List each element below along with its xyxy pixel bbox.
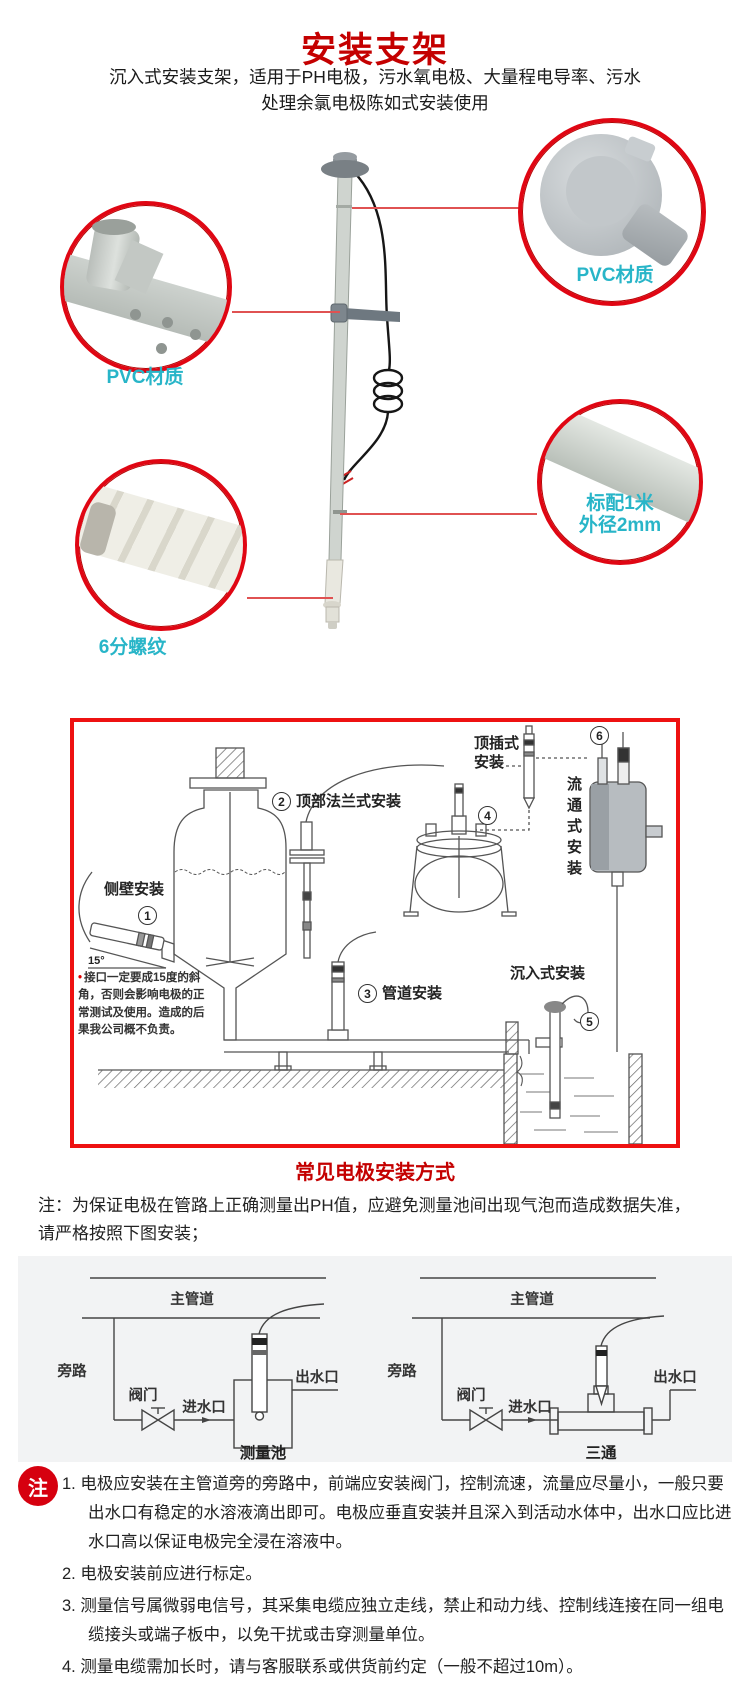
pipeline-text: 管道安装 xyxy=(382,985,443,1002)
callout-pvc-bracket xyxy=(60,201,232,373)
label-pipeline-install: 3 管道安装 xyxy=(358,984,442,1003)
label-flow-through-install: 流通式安装 xyxy=(565,776,582,881)
top-insert-line-1: 顶插式 xyxy=(474,735,520,752)
warning-bullet: • xyxy=(78,972,83,984)
piping-diagram-tee: 主管道 旁路 阀门 进水口 出水口 三通 xyxy=(387,1277,697,1460)
installation-note: 注：为保证电极在管路上正确测量出PH值，应避免测量池间出现气泡而造成数据失准， … xyxy=(38,1192,728,1248)
label-valve-left: 阀门 xyxy=(129,1386,158,1404)
note-badge: 注 xyxy=(20,1468,56,1504)
submersible-electrode-art xyxy=(505,995,589,1119)
stirred-vessel-art xyxy=(403,783,517,917)
piping-diagram-measuring-pool: 主管道 旁路 阀门 进水口 出水口 测量池 xyxy=(57,1277,339,1460)
warning-text: 接口一定要成15度的斜角，否则会影响电极的正常测试及使用。造成的后果我公司概不负… xyxy=(78,972,205,1036)
side-wall-electrode-art xyxy=(78,871,175,969)
label-inlet-left: 进水口 xyxy=(182,1398,226,1416)
badge-4: 4 xyxy=(478,806,497,825)
label-top-flange-install: 2 顶部法兰式安装 xyxy=(272,792,401,811)
badge-2: 2 xyxy=(272,792,291,811)
label-outlet-right: 出水口 xyxy=(653,1368,697,1386)
cable-art xyxy=(342,171,404,481)
label-side-wall-install: 侧壁安装 xyxy=(104,881,165,898)
top-insert-line-2: 安装 xyxy=(474,754,505,771)
mounting-pole-photo xyxy=(321,152,404,629)
top-flange-text: 顶部法兰式安装 xyxy=(296,793,402,810)
caption-tee: 三通 xyxy=(585,1444,617,1460)
cable-tube-photo xyxy=(541,403,699,561)
note-item-2: 2. 电极安装前应进行标定。 xyxy=(62,1565,262,1583)
callout-line-left xyxy=(232,311,340,313)
installation-diagram-art xyxy=(78,725,663,1144)
label-submersible-install: 沉入式安装 xyxy=(510,965,586,982)
note-item-1: 1. 电极应安装在主管道旁的旁路中，前端应安装阀门，控制流速，流量应尽量小，一般… xyxy=(62,1475,732,1551)
badge-3: 3 xyxy=(358,984,377,1003)
label-bypass-left: 旁路 xyxy=(57,1362,87,1380)
note-item-3: 3. 测量信号属微弱电信号，其采集电缆应独立走线，禁止和动力线、控制线连接在同一… xyxy=(62,1597,724,1644)
piping-left-art xyxy=(82,1277,338,1449)
label-outlet-left: 出水口 xyxy=(295,1368,339,1386)
callout-line-bottom xyxy=(247,597,333,599)
thread-photo xyxy=(79,463,243,627)
callout-cable-tube xyxy=(537,399,703,565)
diagram-caption: 常见电极安装方式 xyxy=(295,1162,455,1184)
pvc-cap-photo xyxy=(522,122,702,302)
piping-diagrams-panel: 主管道 旁路 阀门 进水口 出水口 测量池 xyxy=(18,1256,732,1462)
callout-line-top xyxy=(352,207,522,209)
badge-6: 6 xyxy=(590,726,609,745)
callout-pvc-cap xyxy=(518,118,706,306)
callout-label-cable: 标配1米 外径2mm xyxy=(555,493,685,537)
label-main-pipe-left: 主管道 xyxy=(170,1290,214,1308)
product-figure: PVC材质 PVC材质 标配1米 外径2mm xyxy=(0,112,750,668)
installation-diagram: 侧壁安装 1 15° •接口一定要成15度的斜角，否则会影响电极的正常测试及使用… xyxy=(70,718,680,1148)
badge-5: 5 xyxy=(580,1012,599,1031)
electrode-tip-art xyxy=(323,559,344,629)
page-title: 安装支架 xyxy=(300,31,449,70)
badge-1: 1 xyxy=(138,906,157,925)
floor-pool-art xyxy=(98,1053,643,1144)
page-subtitle: 沉入式安装支架，适用于PH电极，污水氧电极、大量程电导率、污水 处理余氯电极陈如… xyxy=(0,64,750,116)
piping-right-art xyxy=(412,1277,696,1435)
callout-line-right xyxy=(340,513,537,515)
callout-thread xyxy=(75,459,247,631)
label-inlet-right: 进水口 xyxy=(508,1398,552,1416)
label-main-pipe-right: 主管道 xyxy=(510,1290,554,1308)
label-valve-right: 阀门 xyxy=(457,1386,486,1404)
note-line-2: 请严格按照下图安装； xyxy=(38,1224,208,1243)
tank-art xyxy=(173,747,287,1041)
note-line-1: 注：为保证电极在管路上正确测量出PH值，应避免测量池间出现气泡而造成数据失准， xyxy=(38,1196,691,1215)
pvc-bracket-photo xyxy=(64,205,228,369)
subtitle-line-2: 处理余氯电极陈如式安装使用 xyxy=(261,93,489,113)
callout-label-pvc-bracket: PVC材质 xyxy=(106,367,184,388)
cable-label-line-1: 标配1米 xyxy=(586,493,654,514)
subtitle-line-1: 沉入式安装支架，适用于PH电极，污水氧电极、大量程电导率、污水 xyxy=(109,67,641,87)
diagram-warning-note: •接口一定要成15度的斜角，否则会影响电极的正常测试及使用。造成的后果我公司概不… xyxy=(78,970,206,1039)
install-notes-list: 1. 电极应安装在主管道旁的旁路中，前端应安装阀门，控制流速，流量应尽量小，一般… xyxy=(62,1470,734,1685)
top-insert-electrode-art xyxy=(476,725,590,831)
pipeline-art xyxy=(224,931,530,1071)
cable-label-line-2: 外径2mm xyxy=(578,515,662,536)
pole-art xyxy=(321,152,400,561)
label-angle-15: 15° xyxy=(88,955,105,967)
callout-label-thread: 6分螺纹 xyxy=(98,637,167,658)
callout-label-pvc-cap: PVC材质 xyxy=(576,265,654,286)
caption-measuring-pool: 测量池 xyxy=(240,1443,287,1460)
label-top-insert-install: 顶插式 安装 xyxy=(474,734,519,772)
label-bypass-right: 旁路 xyxy=(387,1362,417,1380)
flange-electrode-art xyxy=(289,764,445,959)
note-item-4: 4. 测量电缆需加长时，请与客服联系或供货前约定（一般不超过10m）。 xyxy=(62,1658,583,1676)
flow-cell-art xyxy=(589,732,663,1052)
